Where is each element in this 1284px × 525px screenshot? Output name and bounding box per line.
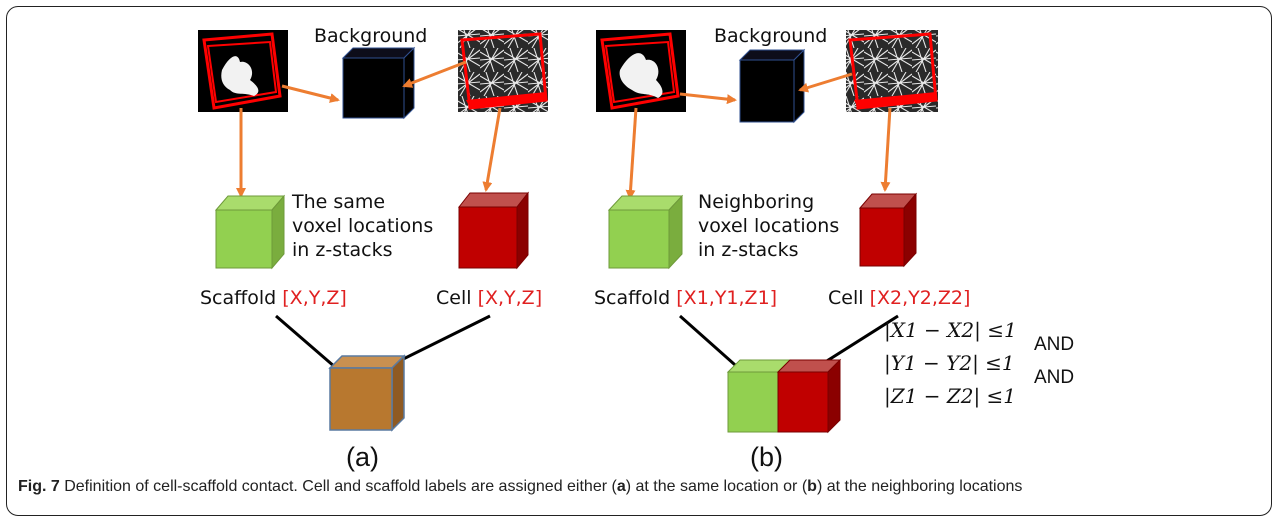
same-location-note-line-2: voxel locations: [292, 215, 434, 237]
scaffold-coord-b: [X1,Y1,Z1]: [676, 287, 778, 309]
scaffold-label-a: Scaffold [X,Y,Z]: [200, 286, 347, 310]
cell-coord-a: [X,Y,Z]: [477, 287, 543, 309]
caption-fig-label: Fig. 7: [18, 478, 60, 495]
arrow-scaffold-to-red-b: [880, 107, 892, 192]
cell-label-a: Cell [X,Y,Z]: [436, 286, 542, 310]
arrow-cell-to-background-a: [281, 84, 340, 103]
cell-image-tile-b: [596, 30, 686, 112]
arrow-scaffold-to-red-a: [482, 107, 502, 192]
scaffold-label-b: Scaffold [X1,Y1,Z1]: [594, 286, 777, 310]
figure-frame: [6, 6, 1272, 516]
same-location-note-line-1: The same: [292, 191, 386, 213]
condition-z: |Z1 − Z2| ≤1: [884, 384, 1017, 408]
cell-word-a: Cell: [436, 287, 472, 309]
scaffold-coord-a: [X,Y,Z]: [282, 287, 347, 309]
panel-label-b: (b): [750, 442, 783, 472]
and-word-1: AND: [1034, 334, 1075, 355]
arrow-cell-to-background-b: [679, 92, 737, 105]
caption-ref-a: a: [616, 478, 626, 495]
and-word-2: AND: [1034, 367, 1075, 388]
neighboring-note-line-2: voxel locations: [698, 215, 840, 237]
scaffold-voxel-cube-a: [214, 194, 286, 270]
caption-text-3: ) at the neighboring locations: [816, 478, 1023, 495]
caption-text-2: ) at the same location or (: [625, 478, 808, 495]
caption-text-1: Definition of cell-scaffold contact. Cel…: [59, 478, 617, 495]
cell-voxel-cube-a: [457, 191, 530, 270]
same-location-note-line-3: in z-stacks: [292, 239, 393, 261]
arrow-scaffold-to-background-a: [402, 60, 467, 88]
scaffold-voxel-cube-b: [607, 194, 684, 270]
scaffold-word-a: Scaffold: [200, 287, 277, 309]
panel-label-a: (a): [346, 442, 379, 472]
caption-ref-b: b: [807, 478, 817, 495]
arrow-cell-to-green-b: [625, 107, 638, 200]
cell-label-b: Cell [X2,Y2,Z2]: [828, 286, 970, 310]
background-cube-a: [341, 46, 416, 120]
background-label-b: Background: [714, 25, 828, 47]
background-label-a: Background: [314, 25, 428, 47]
scaffold-image-tile-b: [846, 30, 938, 112]
cell-voxel-cube-b: [858, 192, 918, 268]
arrow-scaffold-to-background-b: [798, 72, 853, 93]
neighboring-voxel-cubes-b: [726, 358, 842, 434]
neighboring-note-line-1: Neighboring: [698, 191, 815, 213]
contact-voxel-cube-a: [328, 354, 406, 432]
scaffold-word-b: Scaffold: [594, 287, 671, 309]
neighboring-note-line-3: in z-stacks: [698, 239, 799, 261]
condition-y: |Y1 − Y2| ≤1: [884, 351, 1015, 375]
background-cube-b: [738, 48, 806, 124]
figure-caption: Fig. 7 Definition of cell-scaffold conta…: [18, 478, 1268, 496]
cell-image-tile-a: [198, 30, 288, 112]
scaffold-image-tile-a: [458, 30, 548, 112]
condition-x: |X1 − X2| ≤1: [884, 318, 1017, 342]
cell-word-b: Cell: [828, 287, 864, 309]
cell-coord-b: [X2,Y2,Z2]: [869, 287, 971, 309]
